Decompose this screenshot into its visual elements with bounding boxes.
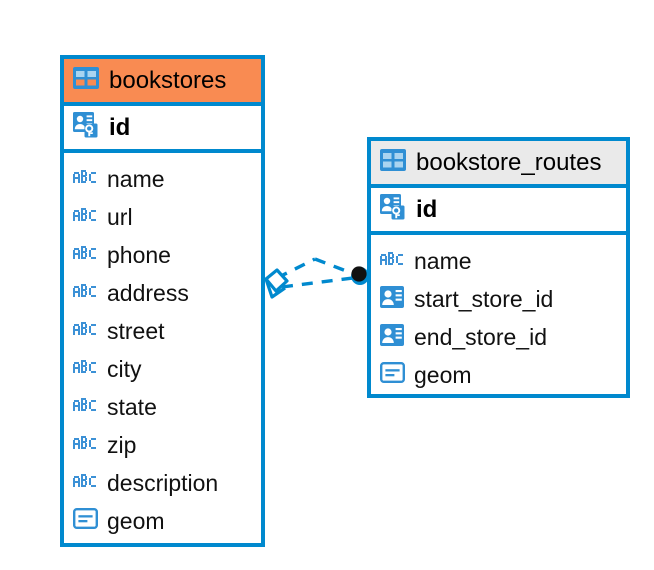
- table-icon: [73, 67, 99, 94]
- field-label: end_store_id: [414, 323, 547, 350]
- abc-text-icon: [73, 208, 98, 226]
- field-label: geom: [414, 361, 472, 388]
- field-label: address: [107, 279, 189, 306]
- field-label: phone: [107, 241, 171, 268]
- field-label: description: [107, 469, 219, 496]
- field-list-bookstores: name u: [64, 153, 261, 548]
- field-label: state: [107, 393, 157, 420]
- field-row-zip[interactable]: zip: [73, 426, 252, 464]
- field-list-bookstore-routes: name start_store_id: [371, 235, 626, 402]
- field-row-primary-key[interactable]: id: [371, 188, 626, 235]
- entity-bookstore-routes[interactable]: bookstore_routes id: [367, 137, 630, 398]
- field-row-primary-key[interactable]: id: [64, 106, 261, 153]
- relationship-source-marker-diamond: [264, 268, 289, 299]
- field-label: name: [414, 247, 472, 274]
- field-label: city: [107, 355, 142, 382]
- foreign-key-icon: [380, 285, 405, 313]
- abc-text-icon: [73, 284, 98, 302]
- entity-title: bookstores: [109, 66, 227, 94]
- field-row-geom[interactable]: geom: [380, 356, 617, 394]
- field-row-url[interactable]: url: [73, 198, 252, 236]
- field-label: url: [107, 203, 133, 230]
- field-row-city[interactable]: city: [73, 350, 252, 388]
- field-row-geom[interactable]: geom: [73, 502, 252, 540]
- abc-text-icon: [73, 398, 98, 416]
- field-row-end-store-id[interactable]: end_store_id: [380, 318, 617, 356]
- field-row-name[interactable]: name: [380, 242, 617, 280]
- field-row-name[interactable]: name: [73, 160, 252, 198]
- entity-bookstores[interactable]: bookstores id: [60, 55, 265, 547]
- relationship-line-upper-right: [314, 257, 355, 276]
- primary-key-icon: [73, 112, 100, 143]
- entity-title: bookstore_routes: [416, 148, 602, 176]
- relationship-line-upper-left: [276, 257, 316, 280]
- entity-header-bookstores[interactable]: bookstores: [64, 59, 261, 106]
- field-label: zip: [107, 431, 137, 458]
- abc-text-icon: [73, 436, 98, 454]
- field-label-primary-key: id: [416, 195, 438, 223]
- field-label: street: [107, 317, 165, 344]
- geometry-icon: [380, 362, 406, 388]
- field-row-state[interactable]: state: [73, 388, 252, 426]
- field-row-start-store-id[interactable]: start_store_id: [380, 280, 617, 318]
- abc-text-icon: [73, 322, 98, 340]
- abc-text-icon: [73, 170, 98, 188]
- field-label: geom: [107, 507, 165, 534]
- abc-text-icon: [73, 360, 98, 378]
- field-label: name: [107, 165, 165, 192]
- field-row-address[interactable]: address: [73, 274, 252, 312]
- field-row-street[interactable]: street: [73, 312, 252, 350]
- field-row-description[interactable]: description: [73, 464, 252, 502]
- field-row-phone[interactable]: phone: [73, 236, 252, 274]
- primary-key-icon: [380, 194, 407, 225]
- geometry-icon: [73, 508, 99, 534]
- field-label-primary-key: id: [109, 113, 131, 141]
- field-label: start_store_id: [414, 285, 554, 312]
- abc-text-icon: [380, 252, 405, 270]
- abc-text-icon: [73, 246, 98, 264]
- entity-header-bookstore-routes[interactable]: bookstore_routes: [371, 141, 626, 188]
- relationship-line-direct: [281, 276, 354, 289]
- foreign-key-icon: [380, 323, 405, 351]
- table-icon: [380, 149, 406, 176]
- abc-text-icon: [73, 474, 98, 492]
